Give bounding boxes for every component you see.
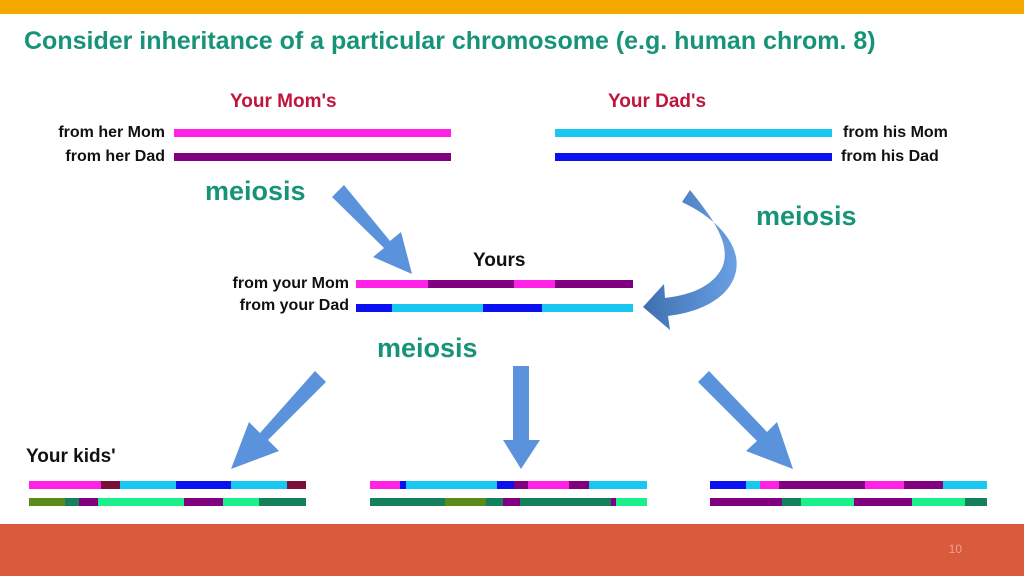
chromosome-segment bbox=[428, 280, 514, 288]
chromosome-segment bbox=[120, 481, 176, 489]
chromosome-dad-paternal bbox=[555, 153, 832, 161]
page-number: 10 bbox=[948, 542, 962, 556]
chromosome-segment bbox=[184, 498, 223, 506]
chromosome-segment bbox=[29, 481, 102, 489]
chromosome-segment bbox=[258, 498, 306, 506]
chromosome-kid2-top bbox=[370, 481, 647, 489]
chromosome-segment bbox=[942, 481, 987, 489]
chromosome-segment bbox=[519, 498, 611, 506]
chromosome-yours-paternal bbox=[356, 304, 633, 312]
chromosome-segment bbox=[444, 498, 487, 506]
chromosome-segment bbox=[854, 498, 913, 506]
chromosome-segment bbox=[746, 481, 760, 489]
meiosis-label-dad: meiosis bbox=[756, 201, 857, 231]
chromosome-segment bbox=[65, 498, 79, 506]
chromosome-segment bbox=[903, 481, 943, 489]
label-mom-from-her-mom: from her Mom bbox=[58, 124, 165, 141]
chromosome-segment bbox=[78, 498, 99, 506]
chromosome-segment bbox=[759, 481, 780, 489]
arrow-yours-to-kid2-icon bbox=[503, 366, 540, 469]
label-from-your-mom: from your Mom bbox=[232, 275, 349, 292]
arrow-mom-to-yours-icon bbox=[332, 185, 412, 274]
chromosome-segment bbox=[392, 304, 484, 312]
chromosome-segment bbox=[801, 498, 855, 506]
yours-header: Yours bbox=[473, 250, 526, 271]
meiosis-label-mom: meiosis bbox=[205, 176, 306, 206]
chromosome-segment bbox=[514, 481, 528, 489]
chromosome-segment bbox=[98, 498, 185, 506]
chromosome-segment bbox=[865, 481, 904, 489]
chromosome-segment bbox=[231, 481, 287, 489]
mom-chromosomes-header: Your Mom's bbox=[230, 91, 337, 112]
chromosome-segment bbox=[541, 304, 633, 312]
arrow-yours-to-kid1-icon bbox=[231, 371, 326, 469]
chromosome-yours-maternal bbox=[356, 280, 633, 288]
chromosome-segment bbox=[513, 280, 556, 288]
chromosome-segment bbox=[174, 129, 451, 137]
chromosome-segment bbox=[527, 481, 570, 489]
label-mom-from-her-dad: from her Dad bbox=[65, 148, 165, 165]
chromosome-segment bbox=[370, 498, 445, 506]
chromosome-kid3-bottom bbox=[710, 498, 987, 506]
top-accent-bar bbox=[0, 0, 1024, 14]
chromosome-segment bbox=[486, 498, 503, 506]
chromosome-segment bbox=[483, 304, 542, 312]
kids-label: Your kids' bbox=[26, 446, 116, 467]
chromosome-segment bbox=[569, 481, 589, 489]
chromosome-kid2-bottom bbox=[370, 498, 647, 506]
chromosome-segment bbox=[710, 481, 746, 489]
chromosome-segment bbox=[222, 498, 259, 506]
chromosome-segment bbox=[555, 280, 633, 288]
chromosome-mom-maternal bbox=[174, 129, 451, 137]
slide-title: Consider inheritance of a particular chr… bbox=[24, 27, 876, 55]
chromosome-segment bbox=[406, 481, 498, 489]
chromosome-segment bbox=[779, 481, 866, 489]
chromosome-segment bbox=[502, 498, 520, 506]
chromosome-segment bbox=[400, 481, 406, 489]
chromosome-segment bbox=[555, 129, 832, 137]
chromosome-segment bbox=[356, 304, 392, 312]
chromosome-segment bbox=[964, 498, 987, 506]
label-dad-from-his-mom: from his Mom bbox=[843, 124, 948, 141]
chromosome-dad-maternal bbox=[555, 129, 832, 137]
chromosome-segment bbox=[497, 481, 515, 489]
chromosome-segment bbox=[555, 153, 832, 161]
chromosome-segment bbox=[616, 498, 647, 506]
chromosome-kid1-top bbox=[29, 481, 306, 489]
chromosome-kid3-top bbox=[710, 481, 987, 489]
bottom-accent-bar bbox=[0, 524, 1024, 576]
chromosome-segment bbox=[912, 498, 965, 506]
label-dad-from-his-dad: from his Dad bbox=[841, 148, 939, 165]
chromosome-segment bbox=[610, 498, 617, 506]
chromosome-segment bbox=[710, 498, 783, 506]
chromosome-mom-paternal bbox=[174, 153, 451, 161]
arrow-yours-to-kid3-icon bbox=[698, 371, 793, 469]
label-from-your-dad: from your Dad bbox=[239, 297, 349, 314]
meiosis-label-yours: meiosis bbox=[377, 333, 478, 363]
chromosome-segment bbox=[356, 280, 429, 288]
arrow-dad-to-yours-icon bbox=[643, 190, 737, 330]
chromosome-segment bbox=[174, 153, 451, 161]
chromosome-segment bbox=[175, 481, 232, 489]
chromosome-segment bbox=[286, 481, 306, 489]
chromosome-segment bbox=[29, 498, 65, 506]
chromosome-segment bbox=[370, 481, 401, 489]
chromosome-segment bbox=[588, 481, 647, 489]
chromosome-kid1-bottom bbox=[29, 498, 306, 506]
dad-chromosomes-header: Your Dad's bbox=[608, 91, 707, 112]
chromosome-segment bbox=[782, 498, 802, 506]
chromosome-segment bbox=[101, 481, 121, 489]
